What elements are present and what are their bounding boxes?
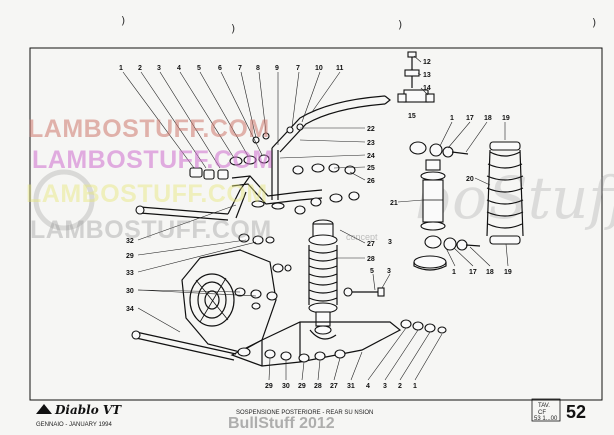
shock-assembly-right [409,141,481,271]
callout-number: 27 [330,383,338,390]
callout-number: 6 [218,65,222,72]
watermark-concept: concept [346,232,378,242]
bushing-set-lower [234,233,447,363]
callout-number: 12 [423,59,431,66]
callout-number: 3 [388,239,392,246]
bushing-set-upper [189,123,360,215]
callout-number: 23 [367,140,375,147]
callouts-right-upper: 22 23 24 25 26 [367,126,375,185]
coil-spring [486,141,524,245]
callouts-shock-bracket: 12 13 14 15 [408,59,431,120]
callout-number: 11 [336,65,344,72]
callouts-bottom-row: 29 30 29 28 27 31 4 3 2 1 [265,383,417,390]
callout-number: 27 [367,241,375,248]
central-shock-absorber [308,219,338,335]
callout-number: 32 [126,238,134,245]
callouts-top-row: 1 2 3 4 5 6 7 8 9 7 10 11 [119,65,344,72]
callout-number: 7 [238,65,242,72]
callout-number: 20 [466,176,474,183]
callout-number: 21 [390,200,398,207]
watermark-logo [33,169,95,231]
callout-number: 26 [367,178,375,185]
callouts-misc: 5 3 3 [370,239,392,275]
toe-link-rod [131,330,237,361]
callout-number: 19 [504,269,512,276]
scan-mark: ) [398,18,402,31]
tav-sub: 53 1...00 [534,416,558,422]
callouts-right-lower: 27 28 [367,241,375,263]
callout-number: 1 [413,383,417,390]
callout-number: 29 [265,383,273,390]
section-title: SOSPENSIONE POSTERIORE - REAR SU NSION [236,410,373,416]
callout-number: 29 [298,383,306,390]
lower-wishbone-upper [227,175,323,219]
callout-number: 2 [398,383,402,390]
callout-number: 18 [486,269,494,276]
watermark-site: LAMBOSTUFF.COM [30,216,272,244]
callout-number: 4 [366,383,370,390]
leader-lines [122,55,509,381]
callout-number: 17 [466,115,474,122]
callout-number: 10 [315,65,323,72]
watermark-script: Stuff [488,164,614,232]
callout-number: 1 [452,269,456,276]
callout-number: 9 [275,65,279,72]
callout-number: 19 [502,115,510,122]
watermark-site: LAMBOSTUFF.COM [26,180,268,208]
brand-logo: Diablo VT [36,403,122,417]
upper-control-arm [271,95,391,200]
bolt-5 [343,287,385,297]
scan-mark: ) [231,22,235,35]
callout-number: 14 [423,85,431,92]
tav-label: TAV. [538,403,550,409]
tav-box [531,398,561,422]
callouts-shock-assembly: 1 17 18 19 20 21 1 17 18 19 [390,115,512,276]
callout-number: 24 [367,153,375,160]
callout-number: 13 [423,72,431,79]
lower-wishbone [230,321,402,367]
table-number: 52 [566,402,586,422]
scan-mark: ) [592,16,596,29]
callout-number: 28 [367,256,375,263]
watermark-site: LAMBOSTUFF.COM [28,115,270,143]
callout-number: 2 [138,65,142,72]
callout-number: 28 [314,383,322,390]
shock-top-bracket [397,51,435,103]
callout-number: 3 [383,383,387,390]
hub-carrier-upright [181,249,277,353]
callout-number: 1 [450,115,454,122]
callout-number: 4 [177,65,181,72]
callout-number: 25 [367,165,375,172]
callout-number: 18 [484,115,492,122]
callout-number: 8 [256,65,260,72]
publication-date: GENNAIO - JANUARY 1994 [36,422,112,428]
callout-number: 22 [367,126,375,133]
callout-number: 29 [126,253,134,260]
callout-number: 5 [197,65,201,72]
callout-number: 5 [370,268,374,275]
callout-number: 30 [126,288,134,295]
callout-number: 33 [126,270,134,277]
callout-number: 34 [126,306,134,313]
scan-mark: ) [121,14,125,27]
tav-code: CF [538,410,546,416]
callout-number: 17 [469,269,477,276]
watermark-site: LAMBOSTUFF.COM [32,146,274,174]
callout-number: 7 [296,65,300,72]
callouts-left-side: 32 29 33 30 34 [126,238,134,313]
callout-number: 3 [387,268,391,275]
credit-watermark: BullStuff 2012 [228,415,335,432]
callout-number: 31 [347,383,355,390]
callout-number: 3 [157,65,161,72]
callout-number: 1 [119,65,123,72]
callout-number: 15 [408,113,416,120]
callout-number: 30 [282,383,290,390]
brand-logo-text: Diablo VT [54,403,122,417]
